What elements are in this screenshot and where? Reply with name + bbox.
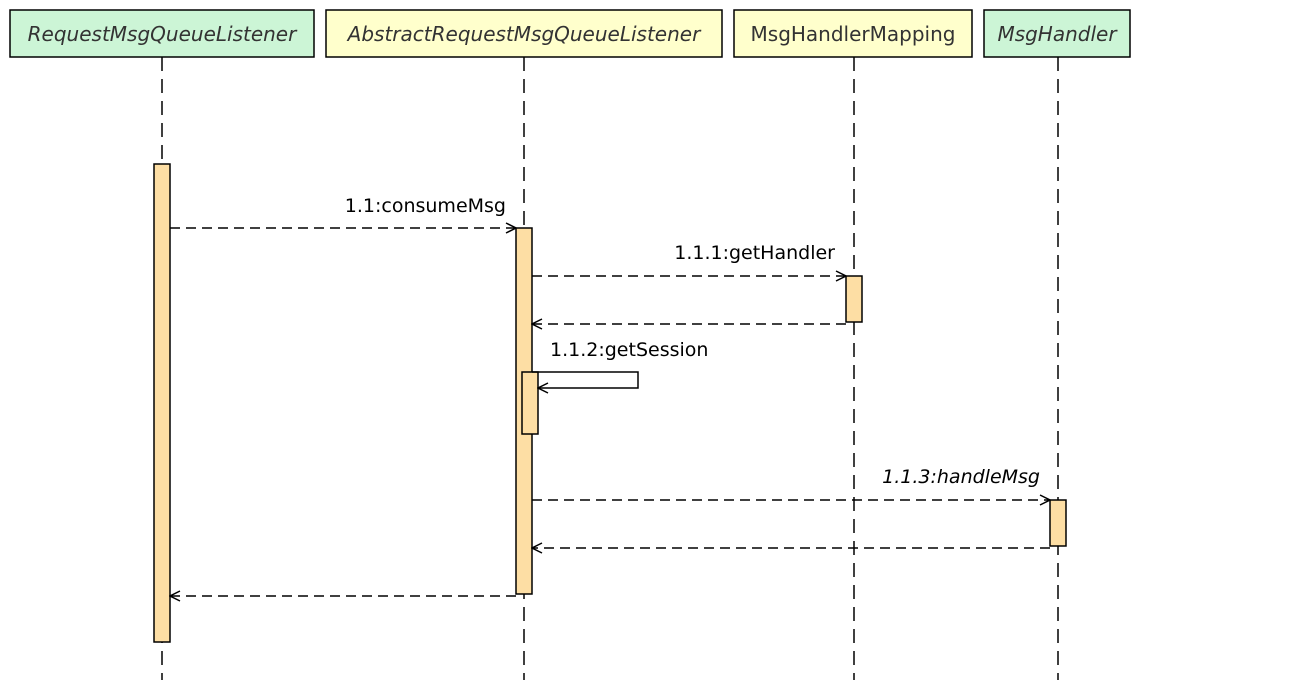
activation-bar-self-call (521, 371, 539, 435)
participant-abstract-request-msg-queue-listener[interactable]: AbstractRequestMsgQueueListener (325, 9, 723, 58)
message-label-handle-msg: 1.1.3:handleMsg (882, 466, 1040, 488)
participant-msg-handler[interactable]: MsgHandler (983, 9, 1131, 58)
lifelines (161, 57, 1059, 680)
message-label-get-handler: 1.1.1:getHandler (674, 242, 835, 264)
message-label-get-session: 1.1.2:getSession (550, 339, 708, 361)
participant-request-msg-queue-listener[interactable]: RequestMsgQueueListener (9, 9, 315, 58)
participant-msg-handler-mapping[interactable]: MsgHandlerMapping (733, 9, 973, 58)
messages (170, 228, 1050, 596)
message-label-consume-msg: 1.1:consumeMsg (345, 195, 506, 217)
participant-name: AbstractRequestMsgQueueListener (346, 22, 702, 46)
participant-box (325, 9, 723, 58)
activation-bar-msg-handler (1049, 499, 1067, 547)
participant-box (733, 9, 973, 58)
activation-bar-msg-handler-mapping (845, 275, 863, 323)
participant-name: MsgHandlerMapping (751, 22, 956, 46)
activations (153, 163, 1067, 643)
participant-box (983, 9, 1131, 58)
participant-name: RequestMsgQueueListener (28, 22, 298, 46)
activation-bar-request-msg-queue-listener (153, 163, 171, 643)
message-arrow-get-session[interactable] (532, 371, 639, 388)
participant-box (9, 9, 315, 58)
participant-name: MsgHandler (997, 22, 1118, 46)
